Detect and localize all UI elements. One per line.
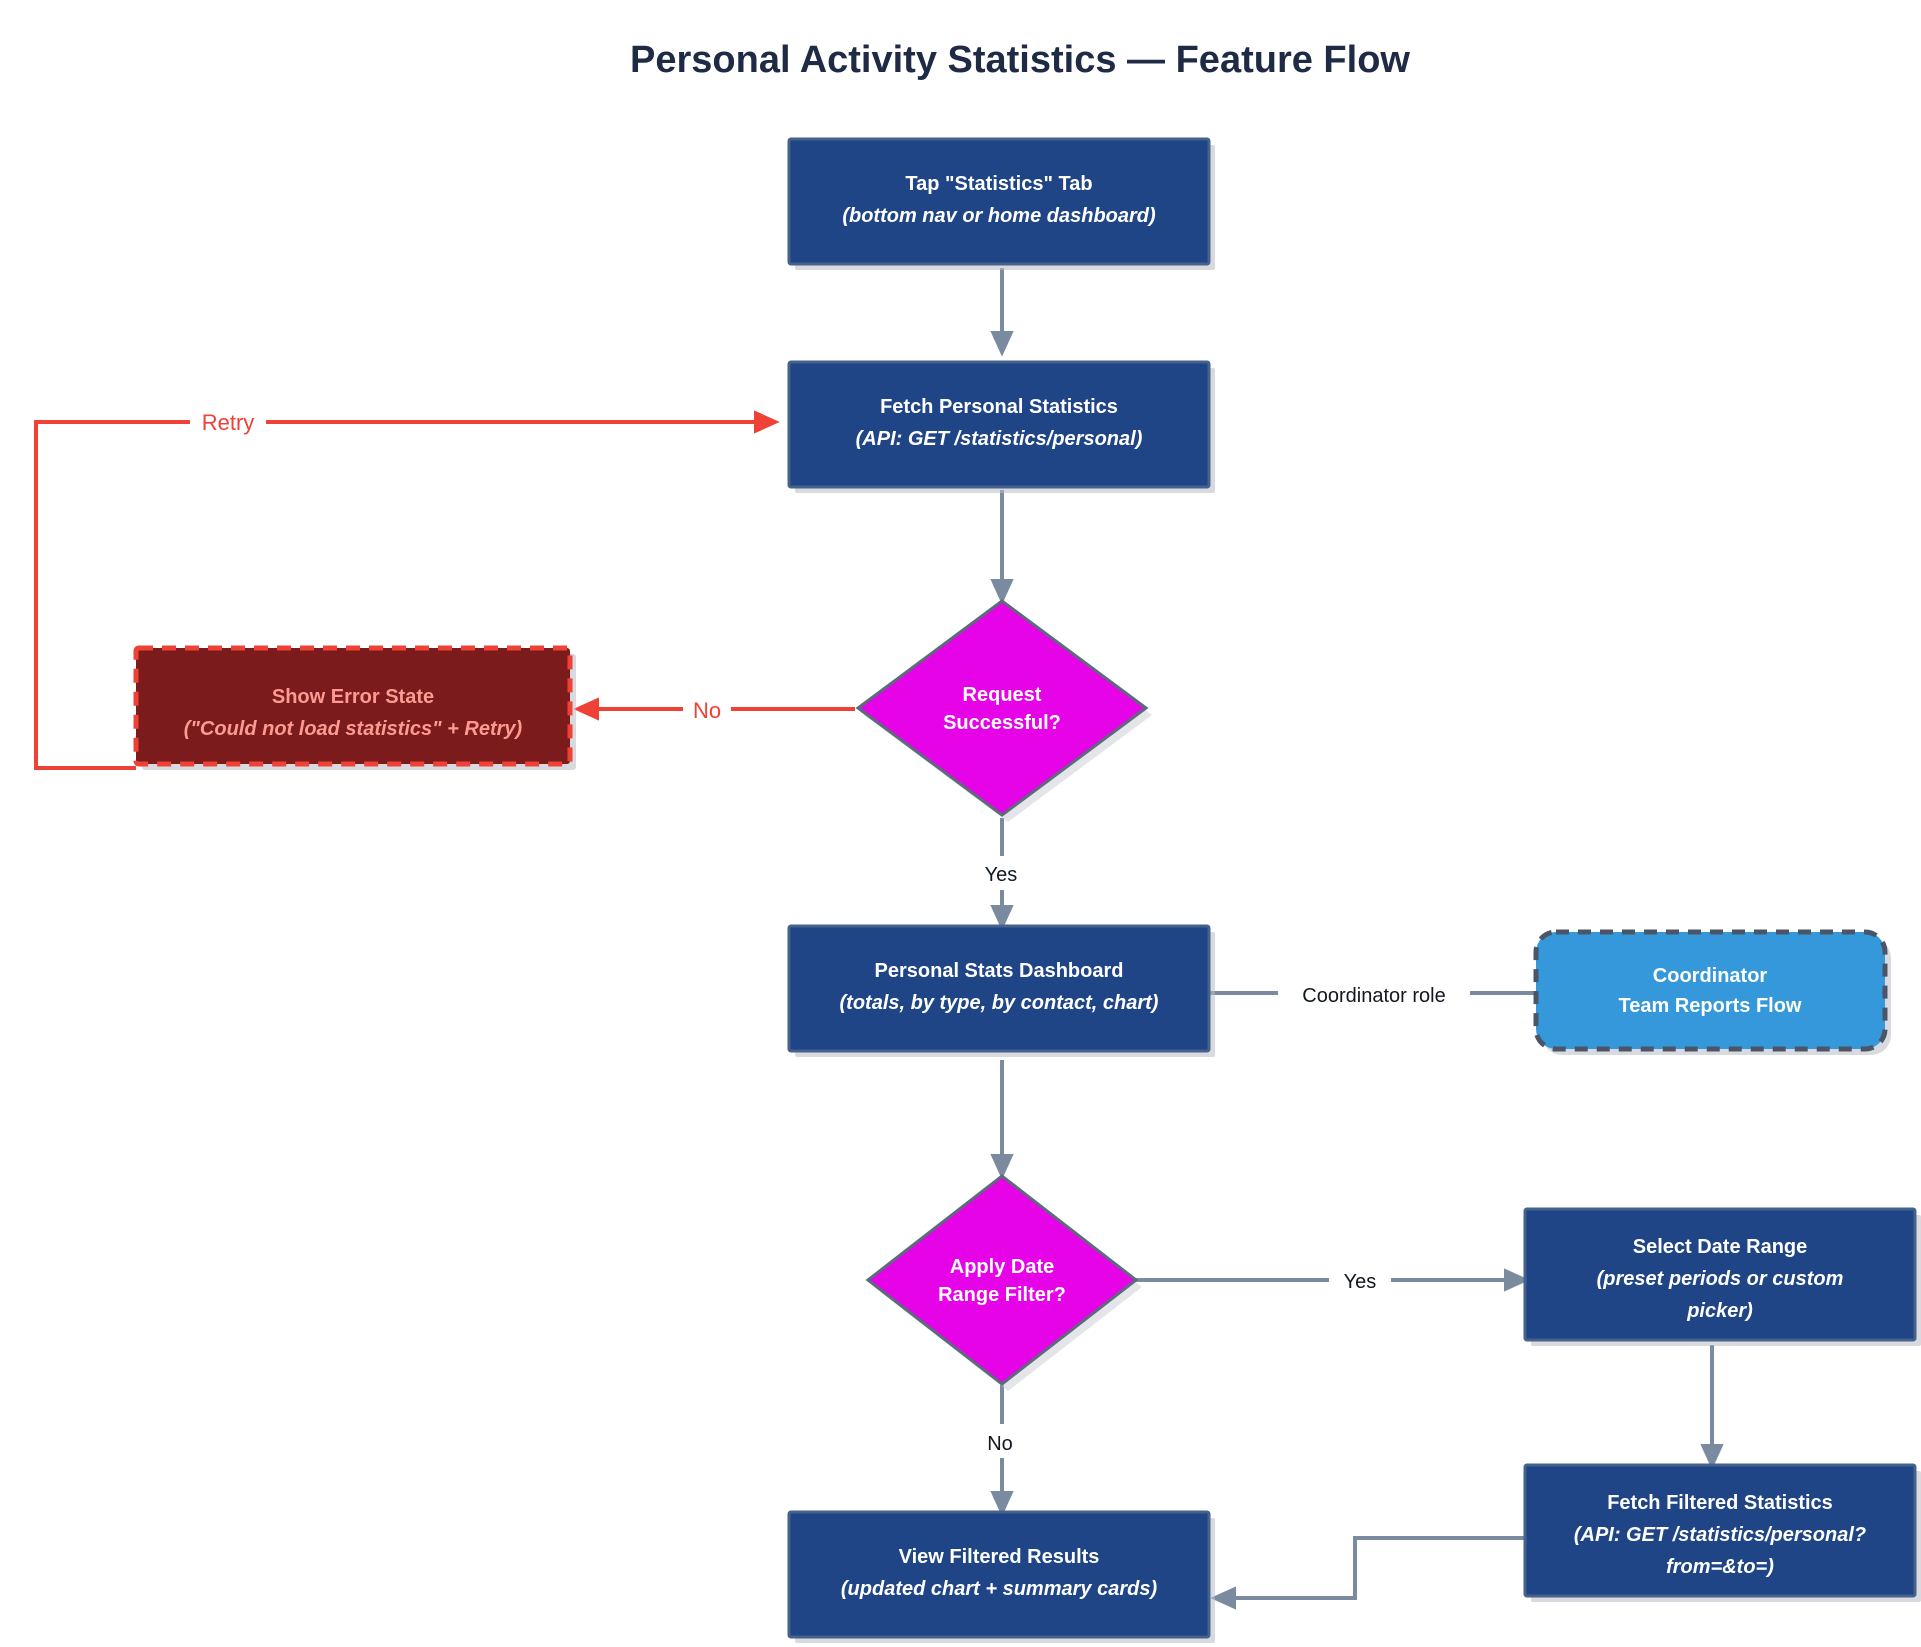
node-select-date-range[interactable]: Select Date Range (preset periods or cus… xyxy=(1523,1207,1921,1346)
page-title: Personal Activity Statistics — Feature F… xyxy=(630,39,1410,81)
node-title: View Filtered Results xyxy=(899,1546,1100,1568)
node-request-successful-decision[interactable]: Request Successful? xyxy=(855,599,1152,822)
node-title: Select Date Range xyxy=(1633,1236,1808,1258)
edge-label-no-error: No xyxy=(683,692,731,728)
node-title: Personal Stats Dashboard xyxy=(875,960,1124,982)
node-title: Fetch Personal Statistics xyxy=(880,396,1118,418)
node-title: Apply Date xyxy=(950,1256,1054,1278)
node-fetch-filtered-statistics[interactable]: Fetch Filtered Statistics (API: GET /sta… xyxy=(1523,1463,1921,1602)
edge-label-text: Retry xyxy=(202,410,255,435)
node-subtitle: Team Reports Flow xyxy=(1619,995,1802,1017)
node-subtitle: (bottom nav or home dashboard) xyxy=(842,205,1156,227)
node-fetch-personal-statistics[interactable]: Fetch Personal Statistics (API: GET /sta… xyxy=(787,360,1215,493)
edge-label-coordinator-role: Coordinator role xyxy=(1278,977,1470,1011)
edge-label-yes-success: Yes xyxy=(970,856,1032,890)
node-view-filtered-results[interactable]: View Filtered Results (updated chart + s… xyxy=(787,1510,1215,1643)
node-subtitle: (API: GET /statistics/personal? xyxy=(1574,1524,1866,1546)
edge-label-no-filter: No xyxy=(973,1424,1027,1458)
node-apply-date-range-filter-decision[interactable]: Apply Date Range Filter? xyxy=(865,1174,1142,1391)
edge-label-text: Yes xyxy=(985,864,1018,886)
edge-fetchfiltered-to-view xyxy=(1210,1536,1525,1610)
edge-label-text: No xyxy=(693,698,721,723)
node-subtitle-2: from=&to=) xyxy=(1666,1556,1774,1578)
node-tap-statistics-tab[interactable]: Tap "Statistics" Tab (bottom nav or home… xyxy=(787,137,1215,270)
edge-label-retry: Retry xyxy=(190,404,266,440)
node-title-2: Range Filter? xyxy=(938,1284,1066,1306)
node-title: Show Error State xyxy=(272,686,434,708)
node-title-2: Successful? xyxy=(943,712,1061,734)
node-title: Fetch Filtered Statistics xyxy=(1607,1492,1833,1514)
node-subtitle: (totals, by type, by contact, chart) xyxy=(840,992,1159,1014)
node-title: Request xyxy=(963,684,1042,706)
node-title: Coordinator xyxy=(1653,965,1768,987)
edge-label-text: No xyxy=(987,1433,1013,1455)
edge-label-text: Yes xyxy=(1344,1271,1377,1293)
node-subtitle: (API: GET /statistics/personal) xyxy=(856,428,1143,450)
node-personal-stats-dashboard[interactable]: Personal Stats Dashboard (totals, by typ… xyxy=(787,924,1215,1057)
edge-error-retry-to-fetch xyxy=(34,410,780,770)
edge-label-yes-filter: Yes xyxy=(1329,1263,1391,1297)
node-title: Tap "Statistics" Tab xyxy=(905,173,1092,195)
edge-label-text: Coordinator role xyxy=(1302,985,1445,1007)
node-subtitle: (updated chart + summary cards) xyxy=(841,1578,1158,1600)
node-subtitle-2: picker) xyxy=(1686,1300,1753,1322)
node-coordinator-team-reports-flow[interactable]: Coordinator Team Reports Flow xyxy=(1533,929,1891,1055)
node-show-error-state[interactable]: Show Error State ("Could not load statis… xyxy=(133,645,576,770)
node-subtitle: ("Could not load statistics" + Retry) xyxy=(184,718,523,740)
node-subtitle: (preset periods or custom xyxy=(1597,1268,1844,1290)
